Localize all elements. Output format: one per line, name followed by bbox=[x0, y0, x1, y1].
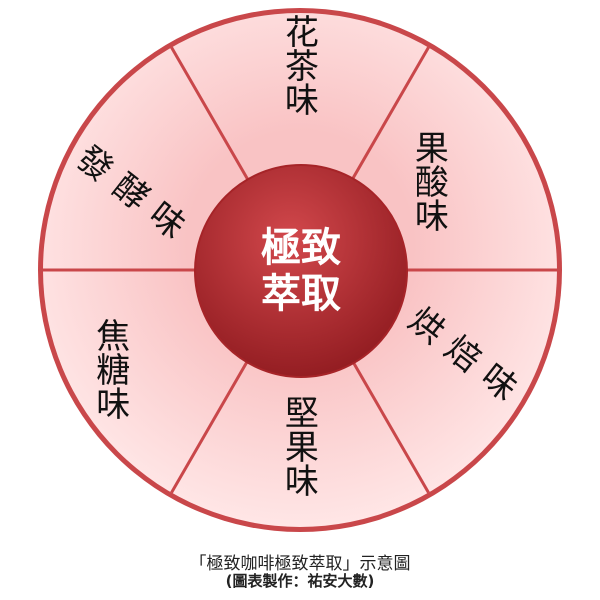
segment-caramel: 焦糖味 bbox=[89, 318, 130, 420]
segment-fruity-acid: 果酸味 bbox=[408, 130, 449, 232]
center-label: 極致萃取 bbox=[196, 166, 406, 376]
segment-floral: 花茶味 bbox=[278, 14, 319, 116]
caption-credit: (圖表製作：祐安大數) bbox=[225, 572, 375, 590]
center-label-line2: 萃取 bbox=[261, 271, 341, 317]
center-circle bbox=[194, 164, 408, 378]
center-label-line1: 極致 bbox=[261, 225, 341, 271]
segment-nutty: 堅果味 bbox=[278, 395, 319, 497]
caption-title: 「極致咖啡極致萃取」示意圖 bbox=[189, 554, 411, 574]
